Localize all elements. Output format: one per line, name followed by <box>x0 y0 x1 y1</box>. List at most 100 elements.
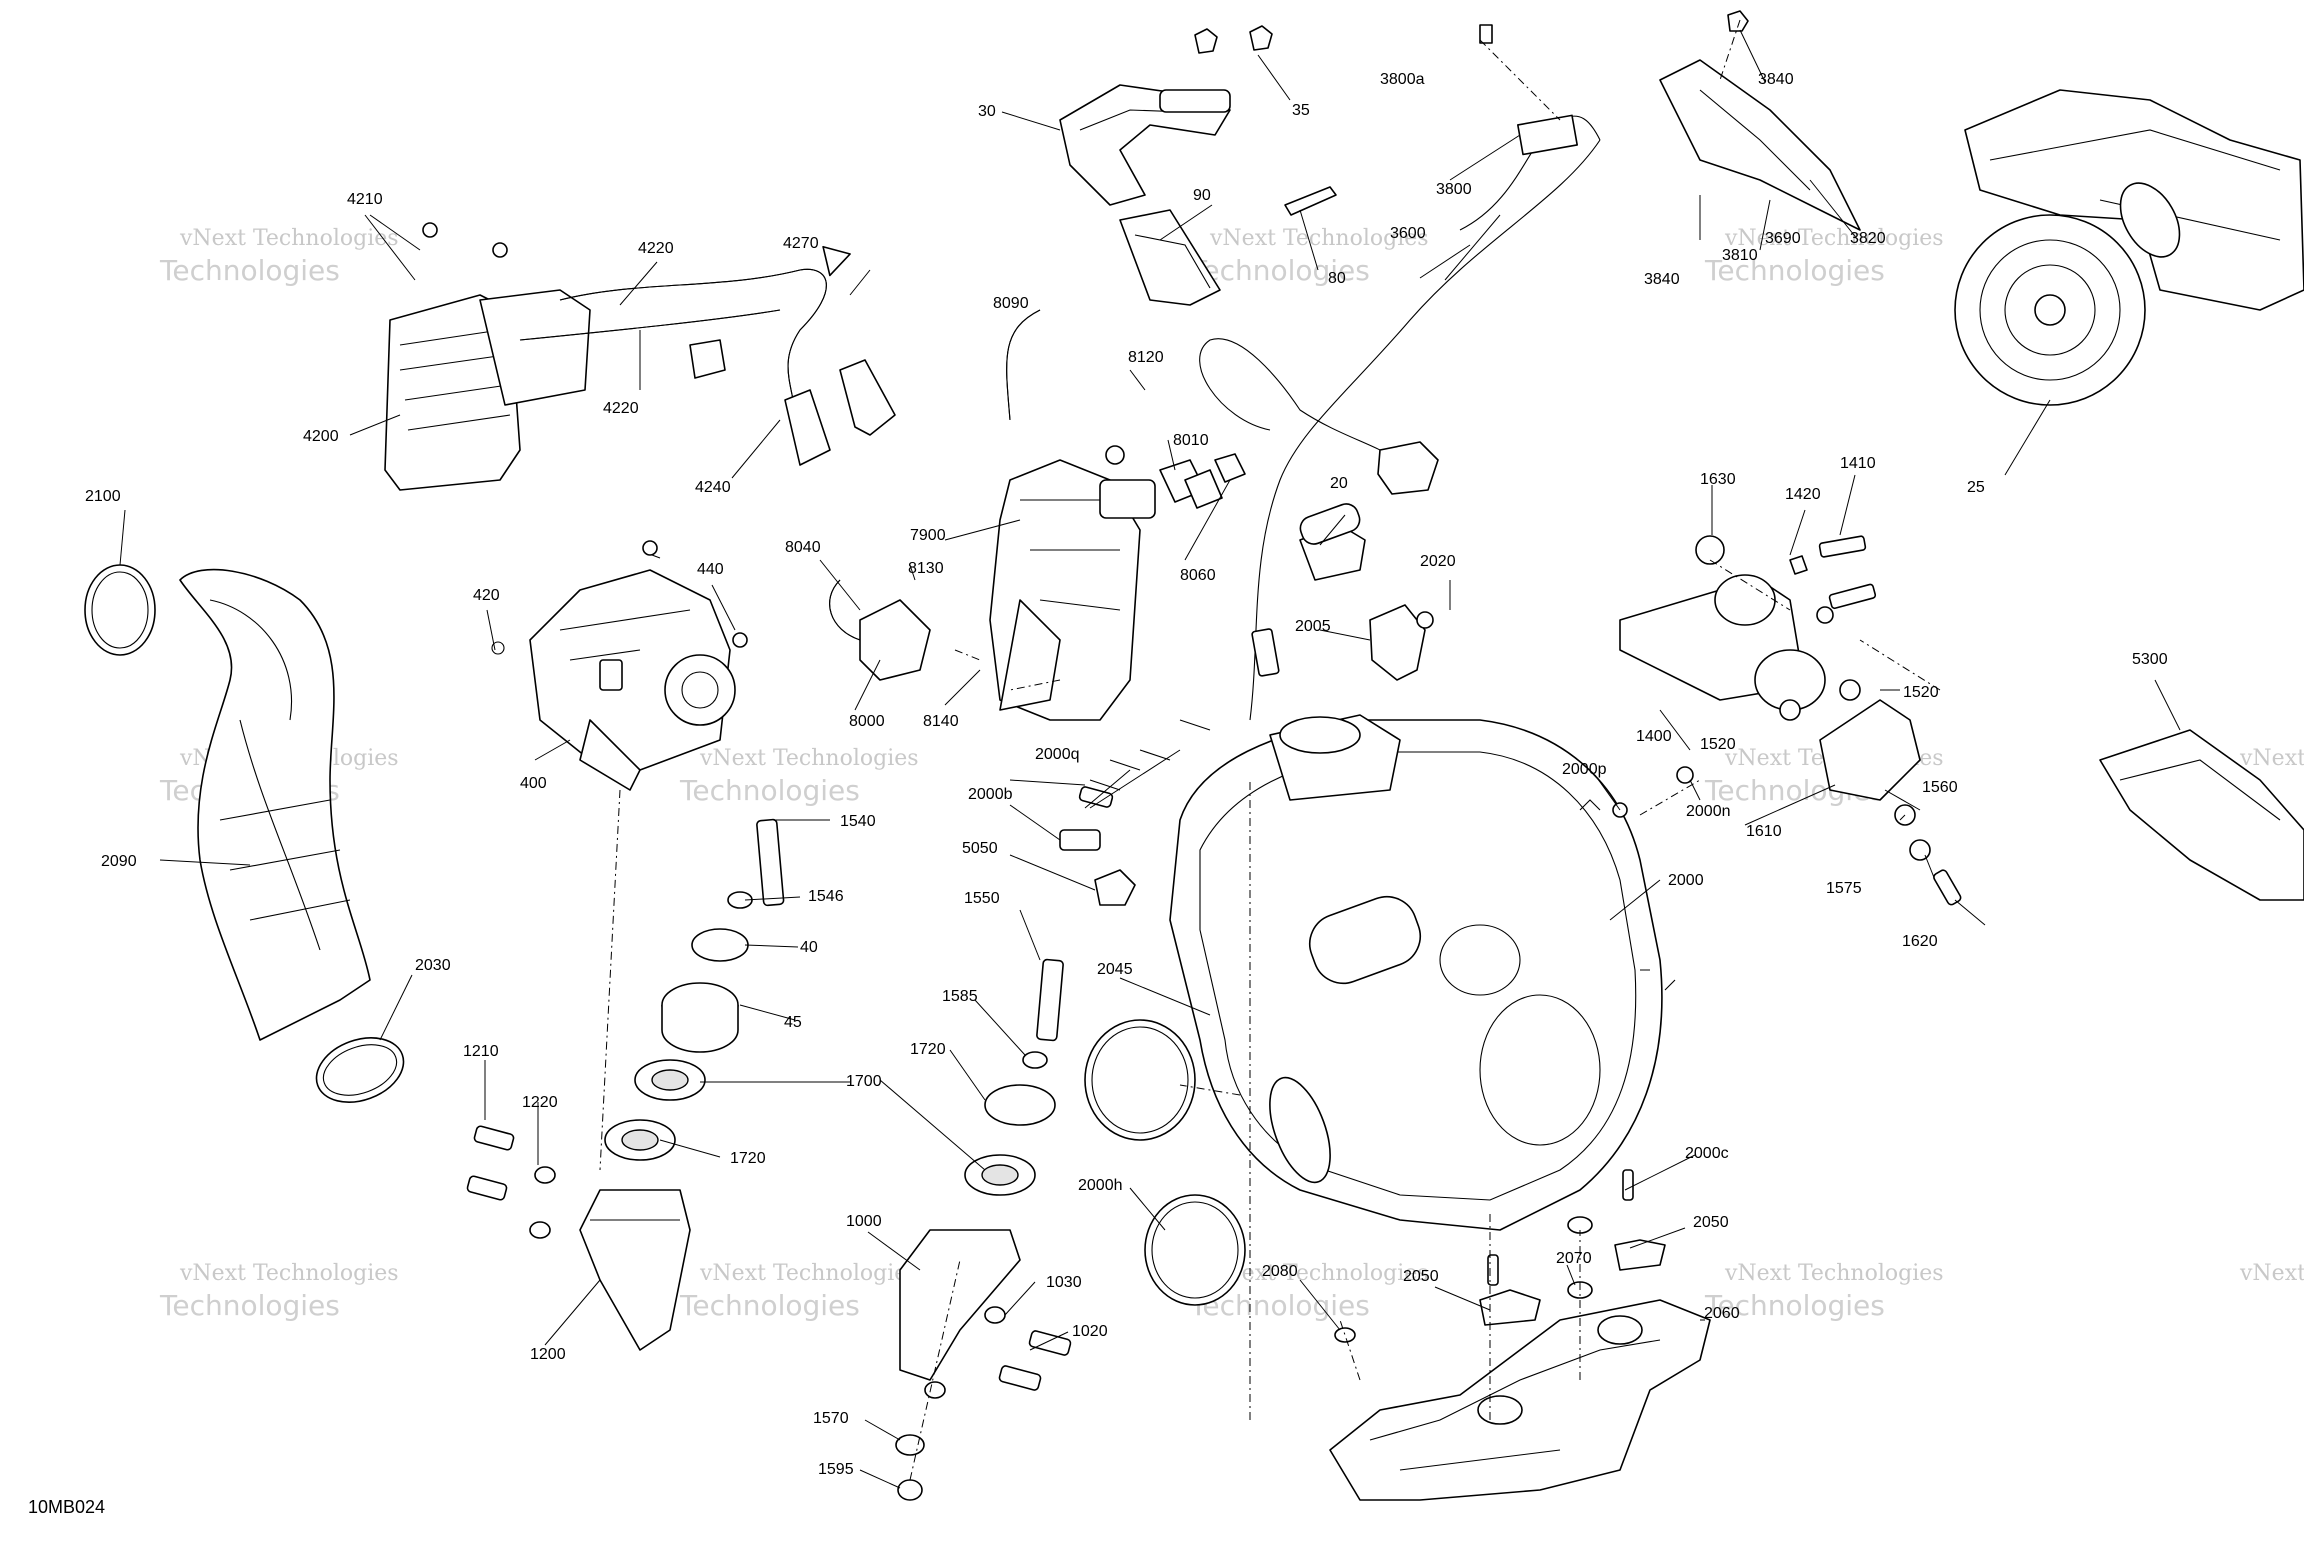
part-label: 2090 <box>101 853 137 870</box>
part-label: 1546 <box>808 888 844 905</box>
cable-3600-drawing <box>1199 10 1861 721</box>
part-label: 2000h <box>1078 1177 1123 1194</box>
guide-lines <box>599 19 1941 1481</box>
part-label: 8010 <box>1173 432 1209 449</box>
part-label: 2100 <box>85 488 121 505</box>
part-label: 25 <box>1967 479 1985 496</box>
clamp-2045-drawing <box>1084 1019 1246 1306</box>
part-label: 8040 <box>785 539 821 556</box>
watermark: Technologies <box>1704 254 1885 287</box>
watermark: Technologies <box>679 1289 860 1322</box>
part-label: 2000p <box>1562 761 1607 778</box>
part-label: 440 <box>697 561 724 578</box>
watermark: vNext Technologies <box>1209 226 1429 251</box>
part-label: 1200 <box>530 1346 566 1363</box>
harness-4200-drawing <box>384 222 896 491</box>
skid-plate-2060-drawing <box>1329 1169 1711 1501</box>
leader-lines <box>119 29 2181 1489</box>
part-drawings <box>84 10 2304 1501</box>
part-label: 2030 <box>415 957 451 974</box>
part-labels: 30 35 90 80 3800a 3800 3840 3810 3690 38… <box>28 71 2168 1517</box>
part-label: 8120 <box>1128 349 1164 366</box>
part-label: 4240 <box>695 479 731 496</box>
watermark: vNext Technologies <box>179 226 399 251</box>
part-label: 8090 <box>993 295 1029 312</box>
part-label: 2060 <box>1704 1305 1740 1322</box>
sensor-2005-drawing <box>1299 503 1434 681</box>
mount-stack-1540-drawing <box>466 818 785 1351</box>
part-label: 1000 <box>846 1213 882 1230</box>
watermark: vNext Technologies <box>179 1261 399 1286</box>
part-label: 3690 <box>1765 230 1801 247</box>
part-label: 1720 <box>910 1041 946 1058</box>
part-label: 80 <box>1328 270 1346 287</box>
part-label: 2000 <box>1668 872 1704 889</box>
part-label: 2050 <box>1403 1268 1439 1285</box>
watermark: Technologies <box>159 254 340 287</box>
part-label: 1210 <box>463 1043 499 1060</box>
part-label: 3820 <box>1850 230 1886 247</box>
part-label: 4220 <box>603 400 639 417</box>
watermark: Technologies <box>1189 254 1370 287</box>
part-label: 4220 <box>638 240 674 257</box>
part-label: 2070 <box>1556 1250 1592 1267</box>
watermark: vNext Technologies <box>2239 1261 2304 1286</box>
part-label: 2050 <box>1693 1214 1729 1231</box>
part-label: 1560 <box>1922 779 1958 796</box>
part-label: 3840 <box>1758 71 1794 88</box>
part-label: 1630 <box>1700 471 1736 488</box>
watermark: Technologies <box>679 774 860 807</box>
watermark: vNext Technologies <box>2239 746 2304 771</box>
part-label: 1595 <box>818 1461 854 1478</box>
watermark: vNext Technologies <box>699 746 919 771</box>
part-label: 1030 <box>1046 1274 1082 1291</box>
turbo-25-drawing <box>1954 89 2304 406</box>
part-label: 7900 <box>910 527 946 544</box>
part-label: 1550 <box>964 890 1000 907</box>
part-label: 20 <box>1330 475 1348 492</box>
part-label: 35 <box>1292 102 1310 119</box>
part-label: 1585 <box>942 988 978 1005</box>
part-label: 2000n <box>1686 803 1731 820</box>
mount-stack-1550-drawing <box>895 958 1072 1501</box>
part-label: 400 <box>520 775 547 792</box>
part-label: 1520 <box>1700 736 1736 753</box>
part-label: 1400 <box>1636 728 1672 745</box>
part-label: 4200 <box>303 428 339 445</box>
part-label: 1570 <box>813 1410 849 1427</box>
part-label: 1610 <box>1746 823 1782 840</box>
part-label: 1020 <box>1072 1323 1108 1340</box>
part-label: 3800 <box>1436 181 1472 198</box>
part-label: 2020 <box>1420 553 1456 570</box>
watermark: vNext Technologies <box>1209 1261 1429 1286</box>
part-label: 1575 <box>1826 880 1862 897</box>
watermark: Technologies <box>159 1289 340 1322</box>
part-label: 2005 <box>1295 618 1331 635</box>
part-label: 4210 <box>347 191 383 208</box>
part-label: 1540 <box>840 813 876 830</box>
part-label: 3840 <box>1644 271 1680 288</box>
part-label: 1720 <box>730 1150 766 1167</box>
part-label: 1620 <box>1902 933 1938 950</box>
actuator-400-drawing <box>491 540 748 791</box>
part-label: 90 <box>1193 187 1211 204</box>
part-label: 2080 <box>1262 1263 1298 1280</box>
part-label: 2045 <box>1097 961 1133 978</box>
part-label: 4270 <box>783 235 819 252</box>
watermark: Technologies <box>1704 1289 1885 1322</box>
part-label: 45 <box>784 1014 802 1031</box>
part-label: 40 <box>800 939 818 956</box>
airbox-2000-drawing <box>1169 628 1676 1231</box>
part-label: 2000q <box>1035 746 1080 763</box>
part-label: 1410 <box>1840 455 1876 472</box>
part-label: 1420 <box>1785 486 1821 503</box>
intake-hose-2090-drawing <box>84 564 405 1103</box>
part-label: 2000c <box>1685 1145 1729 1162</box>
bracket-30-drawing <box>1059 25 1337 306</box>
part-label: 8140 <box>923 713 959 730</box>
part-label: 8130 <box>908 560 944 577</box>
part-label: 3600 <box>1390 225 1426 242</box>
part-label: 1700 <box>846 1073 882 1090</box>
